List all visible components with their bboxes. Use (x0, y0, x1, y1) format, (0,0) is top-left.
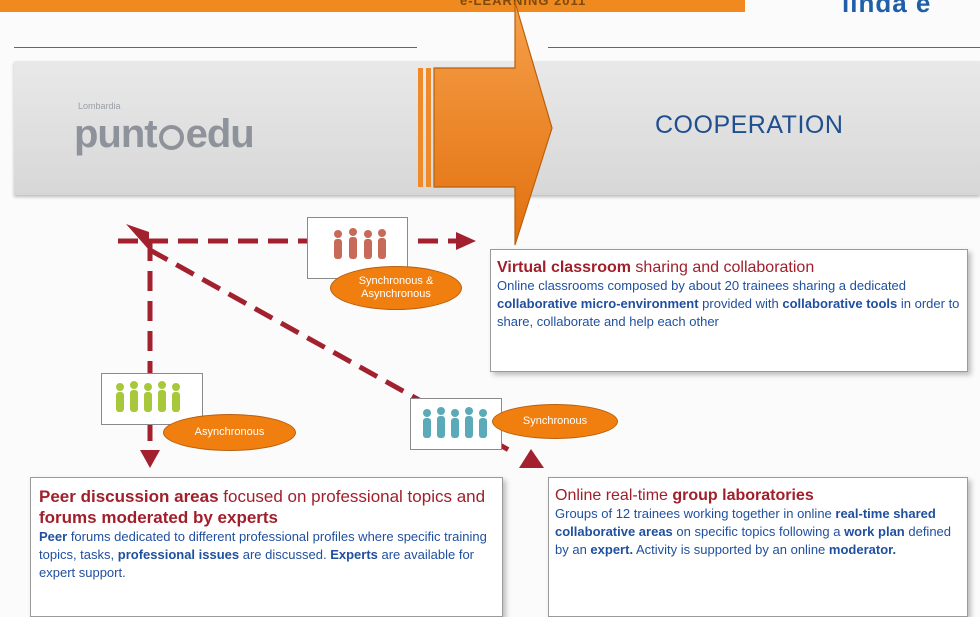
group-laboratories-card: Online real-time group laboratories Grou… (548, 477, 968, 617)
people-group-icon (334, 228, 386, 259)
group-laboratories-title: Online real-time group laboratories (555, 487, 814, 504)
arrow-origin-mark (126, 224, 149, 250)
virtual-classroom-title: Virtual classroom sharing and collaborat… (497, 259, 815, 276)
people-group-icon (116, 381, 180, 412)
logo-subtitle: Lombardia (78, 101, 121, 111)
top-logo: linda e (842, 0, 932, 18)
people-photo-teal (410, 398, 502, 450)
peer-discussion-title: Peer discussion areas focused on profess… (39, 487, 486, 527)
peer-discussion-description: Peer forums dedicated to different profe… (39, 529, 487, 580)
people-photo-green (101, 373, 203, 425)
arrowhead-down (140, 450, 160, 468)
divider-right (548, 47, 980, 48)
arrowhead-right (456, 232, 476, 250)
top-header-text: e-LEARNING 2011 (460, 0, 587, 8)
virtual-classroom-card: Virtual classroom sharing and collaborat… (490, 249, 968, 372)
top-accent-bar (0, 0, 745, 12)
banner-title: COOPERATION (655, 111, 844, 139)
people-group-icon (423, 407, 487, 438)
badge-sync: Synchronous (492, 404, 618, 439)
divider-left (14, 47, 417, 48)
peer-discussion-card: Peer discussion areas focused on profess… (30, 477, 503, 617)
badge-async: Asynchronous (163, 414, 296, 451)
logo-text-post: edu (185, 112, 255, 156)
big-orange-arrow (418, 1, 553, 246)
logo-text-pre: punt (74, 112, 158, 156)
logo-ring-icon (158, 125, 184, 150)
virtual-classroom-description: Online classrooms composed by about 20 t… (497, 278, 960, 329)
badge-sync-async: Synchronous & Asynchronous (330, 266, 462, 310)
group-laboratories-description: Groups of 12 trainees working together i… (555, 506, 952, 557)
arrowhead-diagonal (519, 449, 544, 468)
